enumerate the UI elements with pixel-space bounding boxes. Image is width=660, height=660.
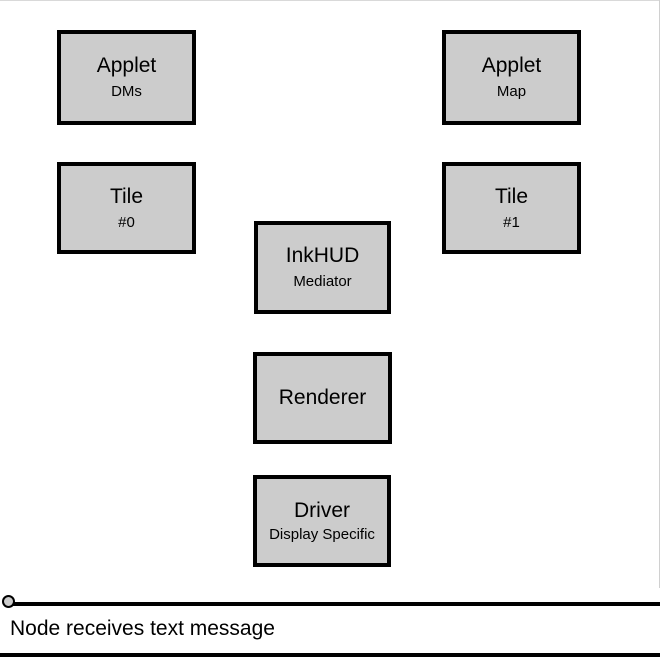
node-tile-1[interactable]: Tile #1 xyxy=(442,162,581,254)
node-subtitle: Mediator xyxy=(293,273,352,291)
node-title: Applet xyxy=(96,54,157,78)
node-title: Tile xyxy=(494,184,529,208)
node-title: Driver xyxy=(294,498,350,522)
node-subtitle: #1 xyxy=(503,213,520,231)
canvas-bottom-divider xyxy=(0,653,660,657)
node-title: Tile xyxy=(109,184,144,208)
node-tile-0[interactable]: Tile #0 xyxy=(57,162,196,254)
event-label: Node receives text message xyxy=(10,617,275,640)
node-subtitle: Display Specific xyxy=(269,525,375,543)
node-title: Renderer xyxy=(278,385,367,409)
node-subtitle: Map xyxy=(496,83,527,101)
canvas-top-divider xyxy=(0,0,660,1)
node-subtitle: #0 xyxy=(118,213,135,231)
node-title: InkHUD xyxy=(285,244,360,268)
event-lifeline xyxy=(12,602,660,606)
node-driver[interactable]: Driver Display Specific xyxy=(253,475,391,567)
node-inkhud-mediator[interactable]: InkHUD Mediator xyxy=(254,221,391,314)
node-subtitle: DMs xyxy=(111,83,142,101)
node-title: Applet xyxy=(481,54,542,78)
node-applet-map[interactable]: Applet Map xyxy=(442,30,581,125)
node-renderer[interactable]: Renderer xyxy=(253,352,392,444)
node-applet-dms[interactable]: Applet DMs xyxy=(57,30,196,125)
event-start-dot-icon xyxy=(2,595,15,608)
